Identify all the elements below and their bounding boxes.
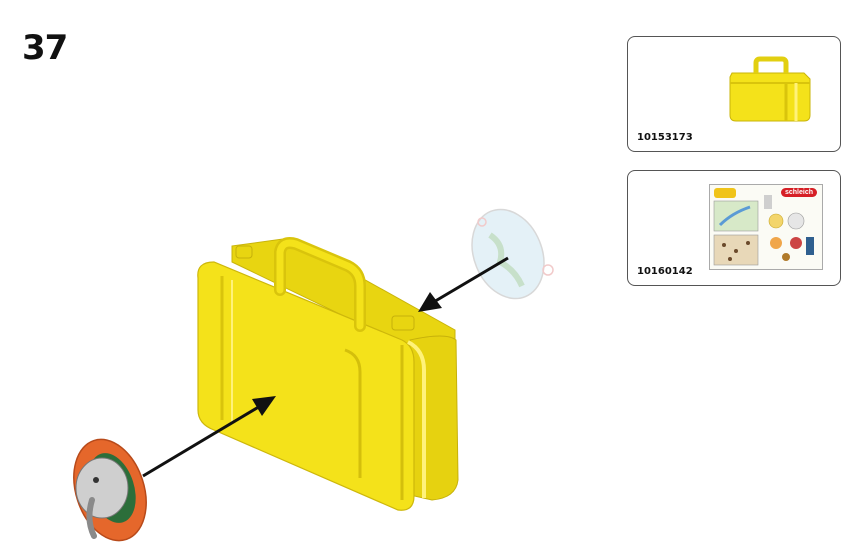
part-callout: schleich 10160142 (627, 170, 841, 286)
yellow-case-icon (197, 237, 459, 511)
map-sticker-icon (471, 208, 554, 300)
part-callout: 10153173 (627, 36, 841, 152)
brand-logo: schleich (780, 188, 817, 197)
arrow-icon (418, 256, 509, 312)
step-number: 37 (22, 28, 68, 68)
sticker-sheet-icon: schleich (709, 184, 823, 270)
part-id-label: 10153173 (637, 132, 693, 143)
arrow-icon (142, 396, 276, 478)
part-id-label: 10160142 (637, 266, 693, 277)
elephant-sticker-icon (73, 438, 147, 542)
yellow-case-icon (729, 56, 811, 122)
assembly-illustration (73, 208, 554, 542)
